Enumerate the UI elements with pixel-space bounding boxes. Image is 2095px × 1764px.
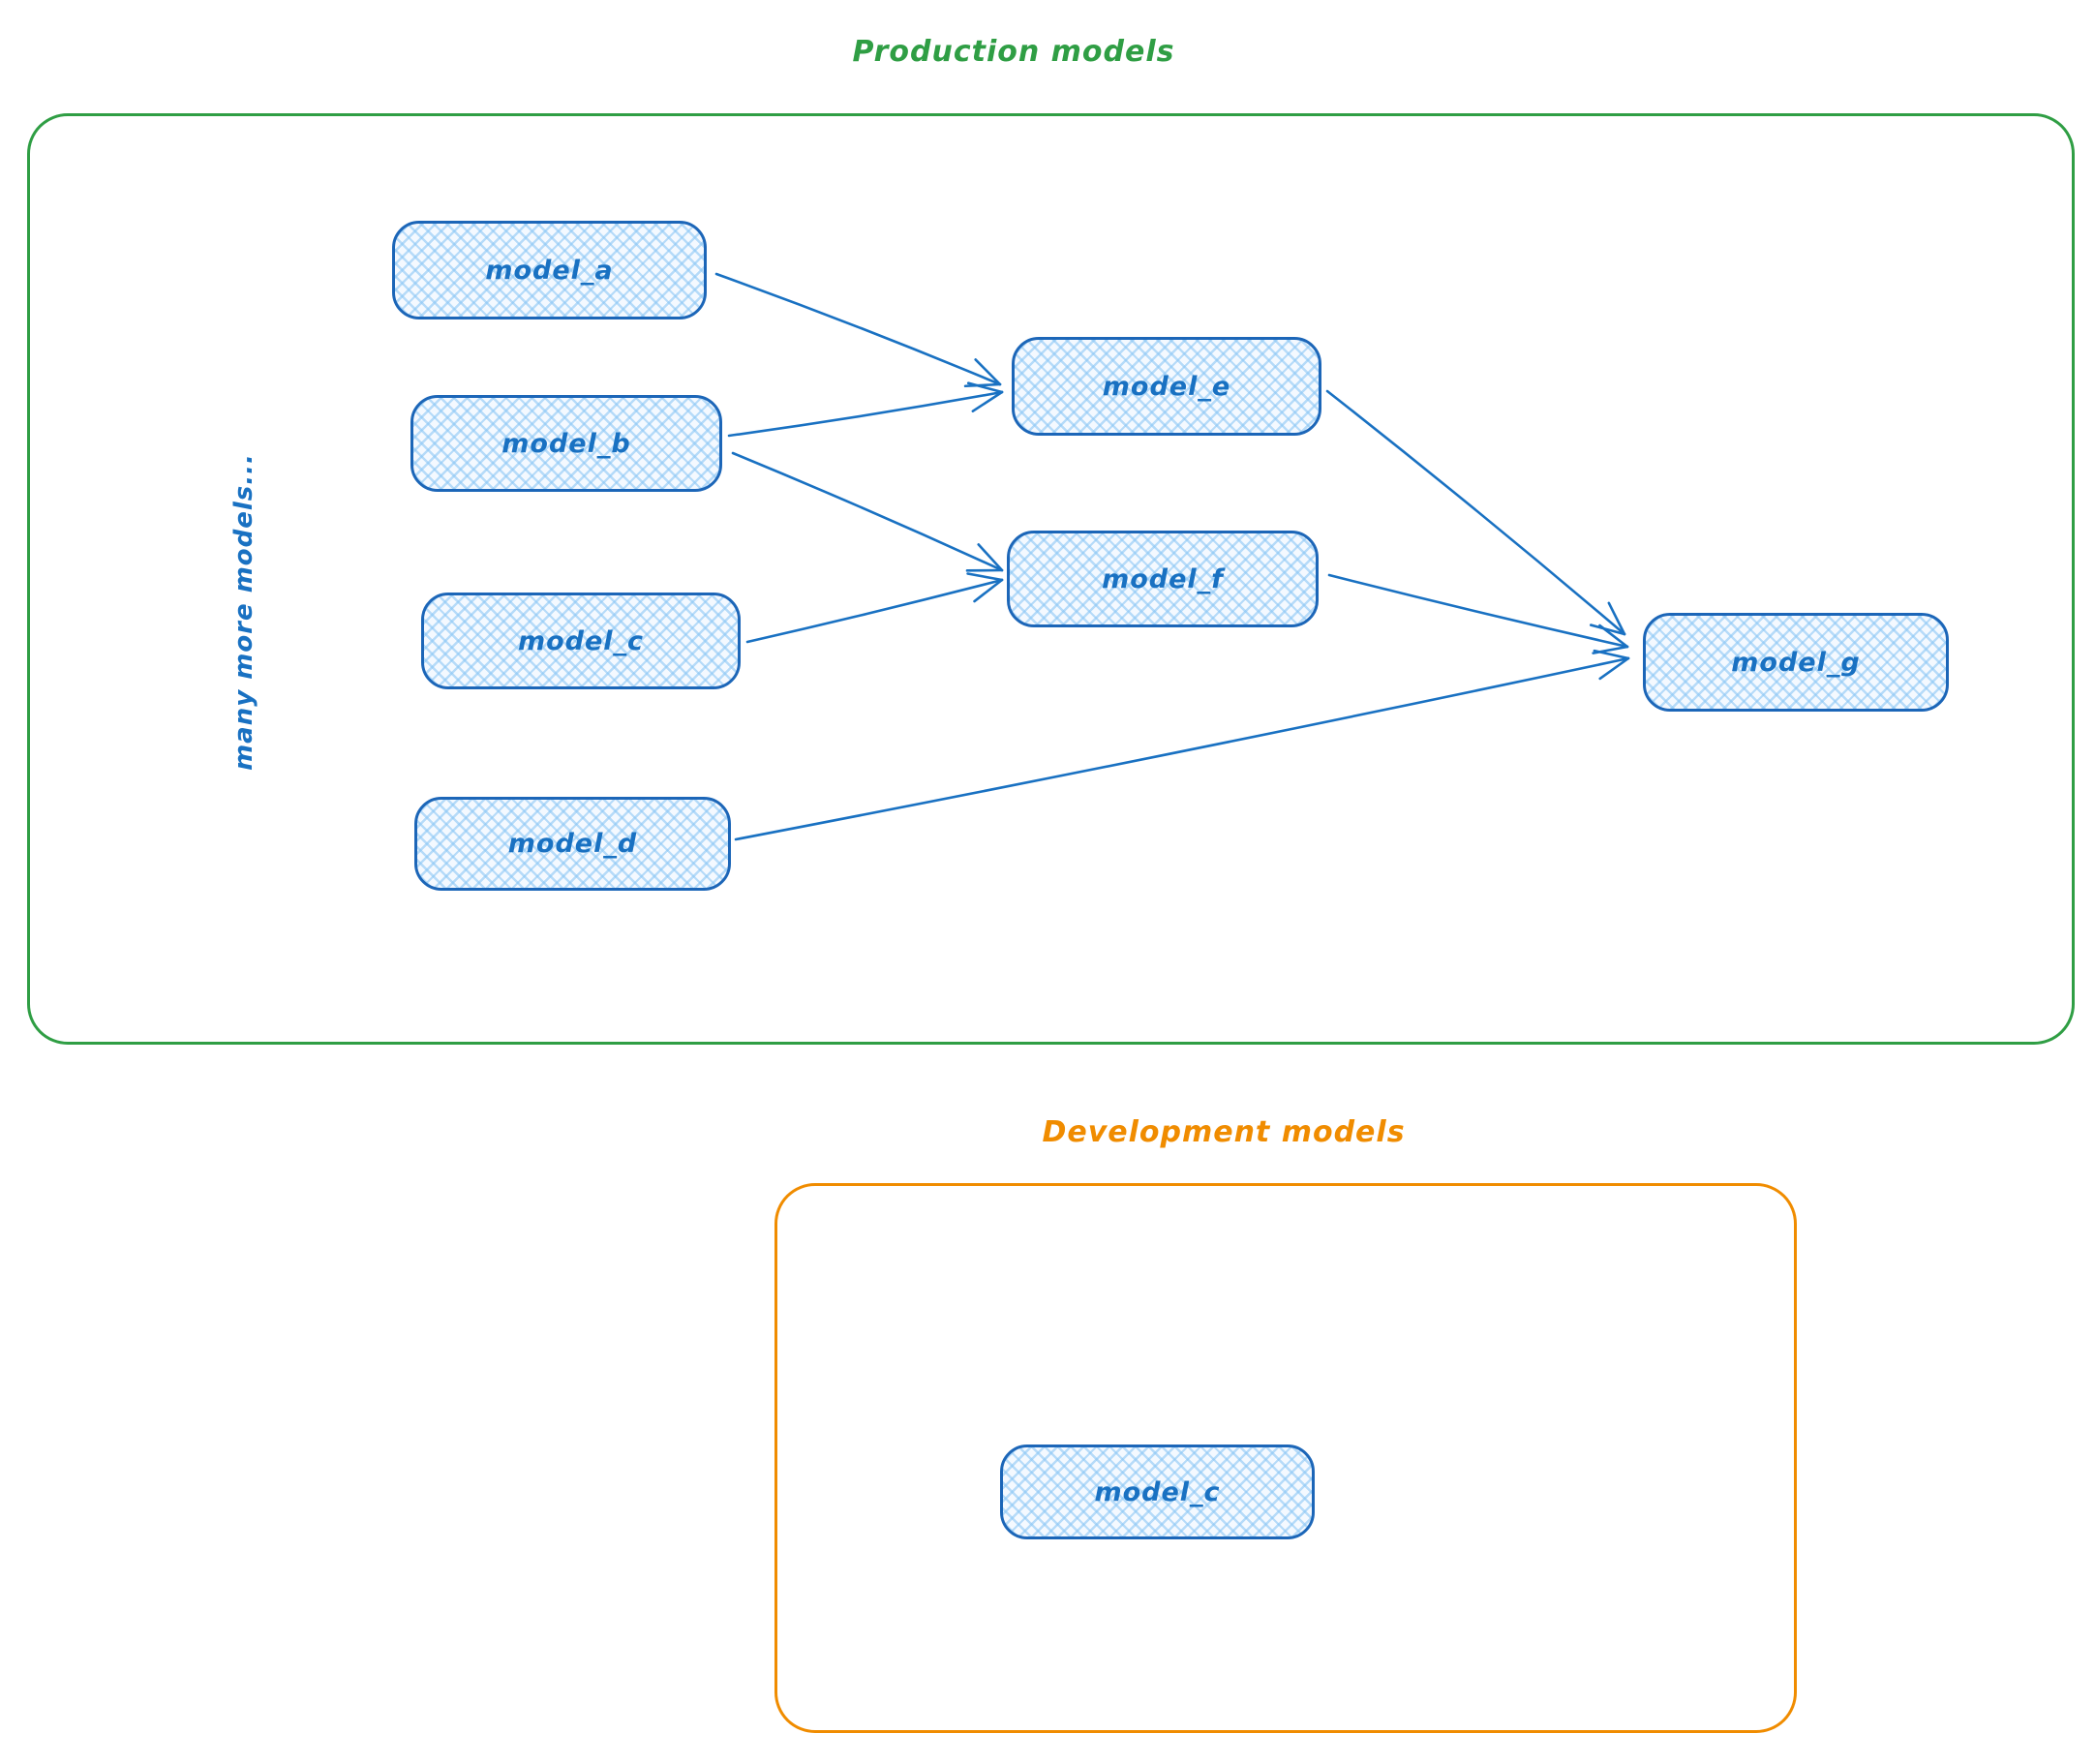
development-group-container bbox=[774, 1183, 1797, 1733]
node-model-b: model_b bbox=[410, 395, 722, 492]
node-model-c-label: model_c bbox=[517, 625, 645, 656]
development-group-title: Development models bbox=[1042, 1115, 1406, 1149]
node-model-f-label: model_f bbox=[1102, 563, 1224, 594]
node-model-c: model_c bbox=[421, 593, 741, 689]
node-model-a-label: model_a bbox=[485, 255, 614, 286]
node-model-f: model_f bbox=[1007, 531, 1319, 627]
node-model-b-label: model_b bbox=[501, 428, 631, 459]
many-more-models-note: many more models... bbox=[229, 453, 258, 771]
node-model-c-dev: model_c bbox=[1000, 1445, 1315, 1539]
production-group-container bbox=[27, 113, 2075, 1045]
production-group-title: Production models bbox=[852, 35, 1175, 69]
node-model-g: model_g bbox=[1643, 613, 1949, 712]
node-model-d-label: model_d bbox=[507, 829, 638, 859]
node-model-a: model_a bbox=[392, 221, 707, 319]
node-model-e: model_e bbox=[1012, 337, 1321, 436]
node-model-d: model_d bbox=[414, 797, 731, 891]
node-model-g-label: model_g bbox=[1731, 647, 1861, 678]
node-model-e-label: model_e bbox=[1102, 371, 1231, 402]
node-model-c-dev-label: model_c bbox=[1094, 1476, 1221, 1507]
